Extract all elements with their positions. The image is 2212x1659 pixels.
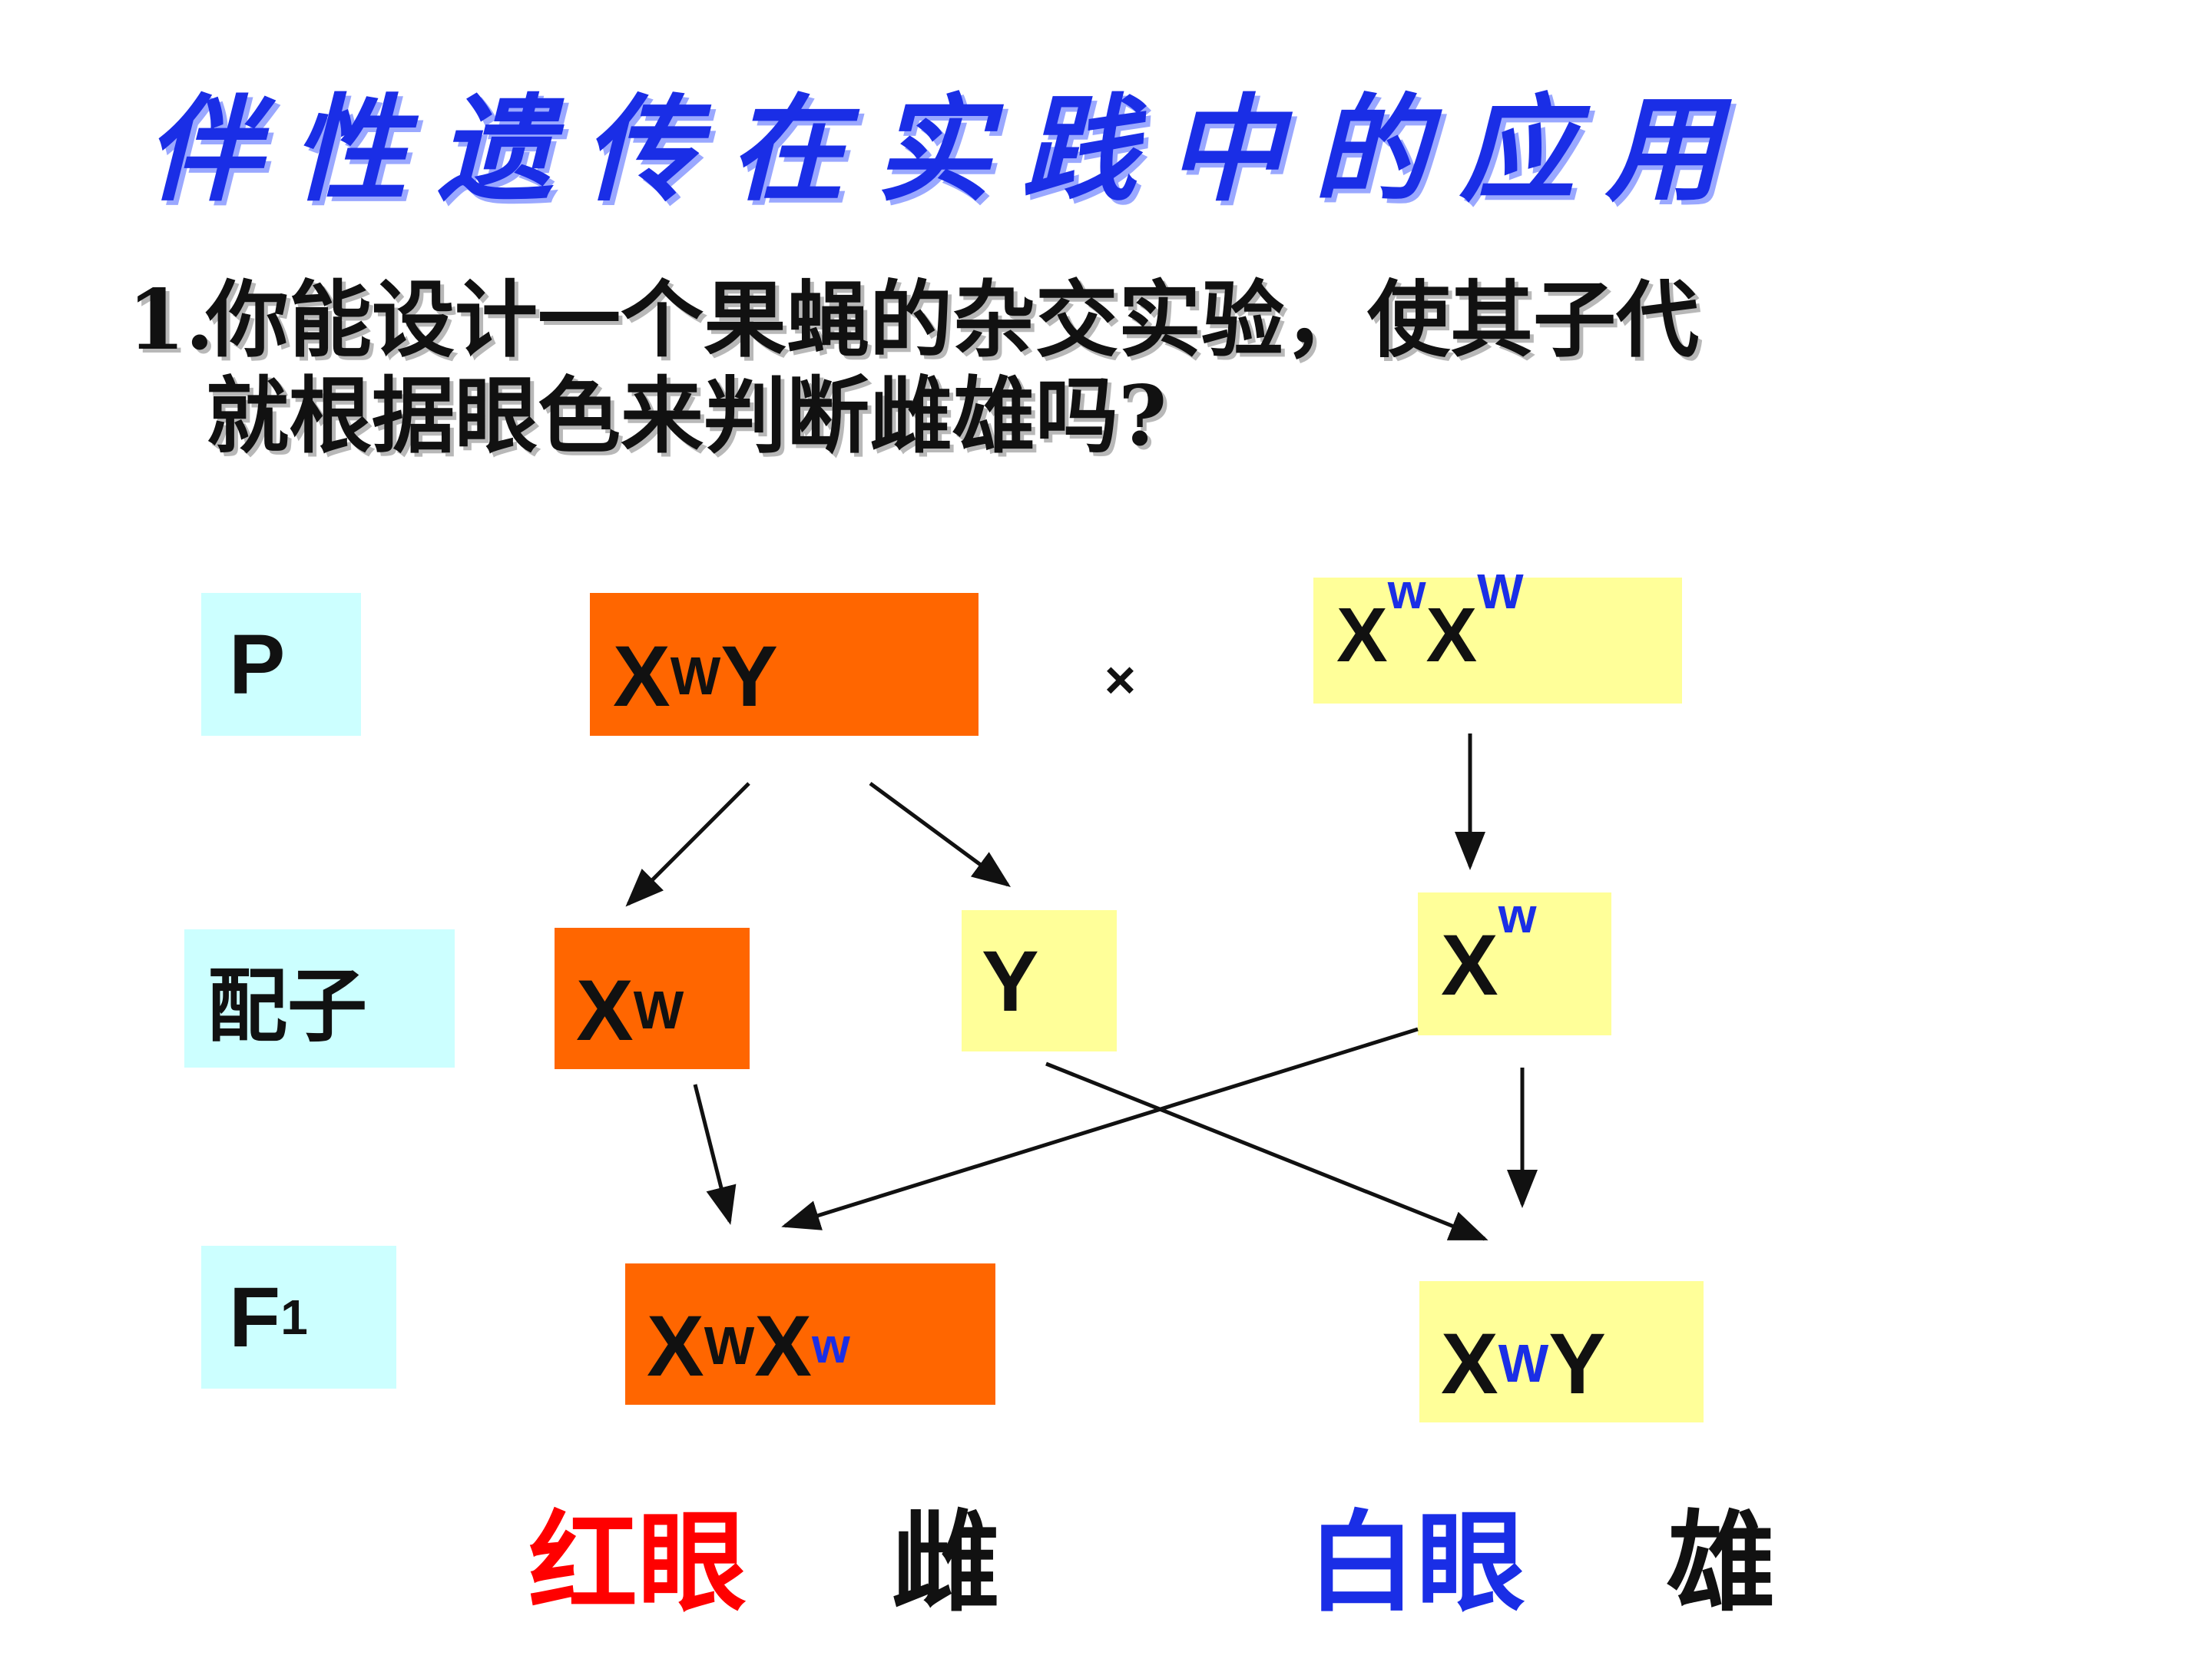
parent-male-y: Y — [720, 628, 778, 724]
offspring-female-x2: X — [754, 1297, 812, 1394]
cross-symbol: × — [1104, 650, 1136, 710]
row-label-gamete: 配子 — [184, 929, 455, 1068]
gamete-male-y: Y — [962, 910, 1117, 1051]
gamete-male-y-letter: Y — [982, 932, 1039, 1029]
row-label-parent: P — [201, 593, 361, 736]
offspring-male-y: Y — [1548, 1315, 1606, 1412]
row-label-parent-text: P — [229, 617, 286, 712]
page-title: 伴性遗传在实践中的应用 — [146, 82, 1752, 217]
offspring-female-x1: X — [647, 1297, 704, 1394]
arrow-xw-recessive-to-female-offspring — [781, 1027, 1419, 1230]
offspring-male-x: X — [1441, 1315, 1498, 1412]
question-line-2: 就根据眼色来判断雌雄吗? — [206, 368, 1167, 465]
arrow-male-to-y-gamete — [869, 781, 1012, 887]
arrow-y-to-male-offspring — [1045, 1061, 1488, 1241]
question-number: 1. — [127, 272, 214, 369]
row-label-f1-subscript: 1 — [280, 1290, 308, 1345]
phenotype-white-eye: 白眼 — [1307, 1499, 1525, 1627]
phenotype-male: 雄 — [1667, 1499, 1776, 1627]
question-line-1: 你能设计一个果蝇的杂交实验，使其子代 — [206, 272, 1700, 369]
gamete-male-x-letter: X — [576, 962, 634, 1058]
parent-female-x1: X — [1336, 592, 1388, 678]
row-label-f1-text: F — [229, 1270, 281, 1365]
parent-female-x2: X — [1426, 592, 1478, 678]
phenotype-red-eye: 红眼 — [528, 1499, 747, 1627]
arrow-male-to-x-gamete — [625, 782, 750, 907]
row-label-gamete-text: 配子 — [207, 958, 368, 1053]
arrow-xw-to-female-offspring — [693, 1084, 737, 1225]
parent-male-x: X — [613, 628, 671, 724]
gamete-female-x-letter: X — [1441, 917, 1498, 1013]
phenotype-female: 雌 — [891, 1499, 1000, 1627]
